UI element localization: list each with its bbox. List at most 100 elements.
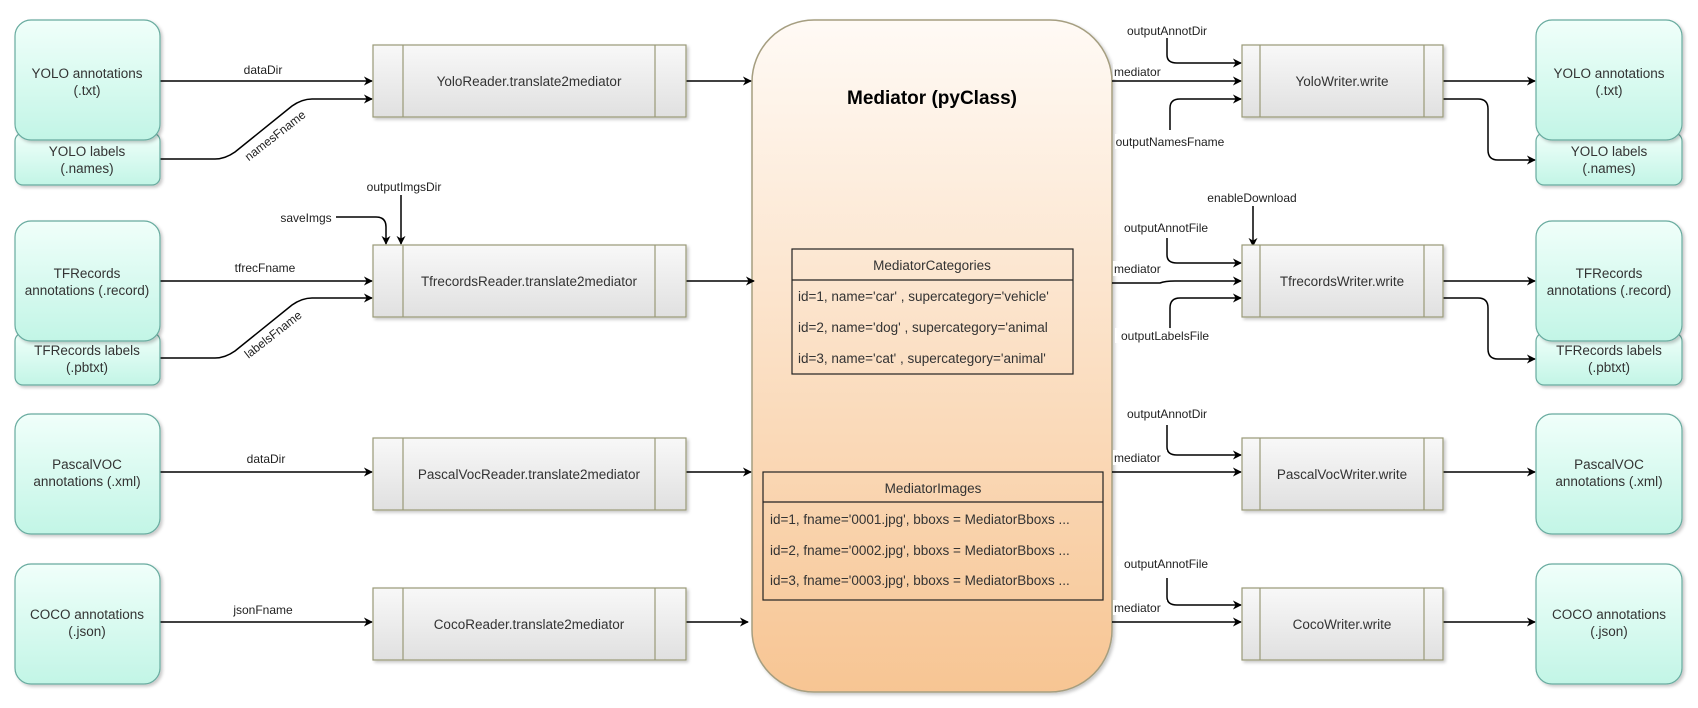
reader-tfrecords[interactable]: TfrecordsReader.translate2mediator	[372, 244, 687, 318]
target-label-line: (.json)	[1590, 624, 1628, 639]
source-coco-annotations[interactable]: COCO annotations (.json)	[14, 563, 161, 685]
writer-pascalvoc[interactable]: PascalVocWriter.write	[1241, 437, 1444, 511]
images-header: MediatorImages	[885, 481, 982, 496]
source-label-line: TFRecords	[54, 266, 121, 281]
target-pascalvoc-annotations[interactable]: PascalVOC annotations (.xml)	[1535, 413, 1683, 535]
writer-label: TfrecordsWriter.write	[1280, 274, 1404, 289]
edge-cw-outputannotfile	[1166, 578, 1242, 610]
edge-label-tf-tfrecfname: tfrecFname	[231, 260, 299, 275]
reader-label: TfrecordsReader.translate2mediator	[421, 274, 638, 289]
edge-tw-outputlabelsfile	[1169, 293, 1242, 330]
target-label-line: YOLO labels	[1571, 144, 1648, 159]
source-label-line: annotations (.xml)	[33, 474, 140, 489]
edge-label-text: mediator	[1114, 262, 1161, 276]
edges	[160, 38, 1536, 627]
mediator-title: Mediator (pyClass)	[847, 88, 1017, 109]
edge-tw-mediator	[1112, 276, 1242, 286]
edge-label-text: enableDownload	[1207, 191, 1296, 205]
edge-yw-outputannotdir	[1166, 38, 1242, 68]
edge-label-text: outputAnnotFile	[1124, 557, 1208, 571]
edge-label-pw-outputannotdir: outputAnnotDir	[1122, 406, 1212, 421]
edge-yw-outputnamesfname	[1169, 94, 1242, 130]
target-label-line: TFRecords	[1576, 266, 1643, 281]
edge-label-text: dataDir	[244, 63, 283, 77]
source-label-line: COCO annotations	[30, 607, 144, 622]
source-label-line: TFRecords labels	[34, 343, 140, 358]
target-label-line: (.names)	[1582, 161, 1635, 176]
edge-pw-outputannotdir	[1166, 425, 1242, 460]
edge-yw-labels	[1443, 98, 1536, 165]
mediator-images-table: MediatorImages id=1, fname='0001.jpg', b…	[762, 471, 1104, 601]
source-yolo-labels[interactable]: YOLO labels (.names)	[14, 132, 161, 186]
target-label-line: YOLO annotations	[1553, 66, 1664, 81]
source-tfrecords-labels[interactable]: TFRecords labels (.pbtxt)	[14, 332, 161, 386]
source-tfrecords-annotations[interactable]: TFRecords annotations (.record)	[14, 220, 161, 342]
source-yolo-annotations[interactable]: YOLO annotations (.txt)	[14, 19, 161, 141]
readers: YoloReader.translate2mediator TfrecordsR…	[372, 44, 687, 661]
edge-label-tw-outputannotfile: outputAnnotFile	[1117, 220, 1215, 235]
edge-label-yw-outputannotdir: outputAnnotDir	[1122, 23, 1212, 38]
source-formats: YOLO labels (.names) YOLO annotations (.…	[14, 19, 161, 685]
writer-label: CocoWriter.write	[1293, 617, 1392, 632]
edge-label-tf-outputimgsdir: outputImgsDir	[362, 179, 446, 194]
source-label-line: YOLO labels	[49, 144, 126, 159]
edge-label-tf-labelsfname: labelsFname	[239, 306, 306, 363]
edge-tw-labels	[1443, 297, 1536, 364]
source-label-line: PascalVOC	[52, 457, 122, 472]
reader-coco[interactable]: CocoReader.translate2mediator	[372, 587, 687, 661]
category-row: id=3, name='cat' , supercategory='animal…	[798, 351, 1046, 366]
writers: YoloWriter.write TfrecordsWriter.write P…	[1241, 44, 1444, 661]
edge-label-yolo-datadir: dataDir	[240, 62, 286, 77]
reader-label: YoloReader.translate2mediator	[437, 74, 622, 89]
category-row: id=2, name='dog' , supercategory='animal	[798, 320, 1048, 335]
edge-label-tf-saveimgs: saveImgs	[276, 210, 336, 225]
edge-label-text: outputImgsDir	[367, 180, 442, 194]
mediator-class: Mediator (pyClass) MediatorCategories id…	[751, 19, 1113, 693]
source-label-line: annotations (.record)	[25, 283, 150, 298]
edge-label-text: saveImgs	[280, 211, 331, 225]
source-pascalvoc-annotations[interactable]: PascalVOC annotations (.xml)	[14, 413, 161, 535]
target-coco-annotations[interactable]: COCO annotations (.json)	[1535, 563, 1683, 685]
reader-label: CocoReader.translate2mediator	[434, 617, 625, 632]
target-yolo-annotations[interactable]: YOLO annotations (.txt)	[1535, 19, 1683, 141]
edge-yolo-namesfname	[160, 94, 373, 160]
source-label-line: (.json)	[68, 624, 106, 639]
image-row: id=3, fname='0003.jpg', bboxs = Mediator…	[770, 573, 1070, 588]
target-label-line: (.txt)	[1596, 83, 1623, 98]
edge-label-text: jsonFname	[232, 603, 293, 617]
edge-label-cw-mediator: mediator	[1113, 600, 1167, 615]
edge-label-text: namesFname	[242, 107, 309, 163]
reader-yolo[interactable]: YoloReader.translate2mediator	[372, 44, 687, 118]
edge-label-text: outputAnnotDir	[1127, 407, 1207, 421]
source-label-line: YOLO annotations	[31, 66, 142, 81]
writer-yolo[interactable]: YoloWriter.write	[1241, 44, 1444, 118]
mediator-categories-table: MediatorCategories id=1, name='car' , su…	[791, 248, 1074, 375]
target-label-line: COCO annotations	[1552, 607, 1666, 622]
source-label-line: (.txt)	[74, 83, 101, 98]
writer-label: YoloWriter.write	[1295, 74, 1388, 89]
edge-label-text: outputAnnotFile	[1124, 221, 1208, 235]
target-yolo-labels[interactable]: YOLO labels (.names)	[1535, 132, 1683, 186]
target-label-line: (.pbtxt)	[1588, 360, 1630, 375]
edge-label-tw-enabledownload: enableDownload	[1200, 190, 1304, 205]
edge-tf-saveimgs	[336, 216, 391, 245]
edge-label-tw-mediator: mediator	[1113, 261, 1167, 276]
target-formats: YOLO labels (.names) YOLO annotations (.…	[1535, 19, 1683, 685]
category-row: id=1, name='car' , supercategory='vehicl…	[798, 289, 1049, 304]
edge-tw-outputannotfile	[1166, 238, 1242, 268]
target-tfrecords-labels[interactable]: TFRecords labels (.pbtxt)	[1535, 332, 1683, 386]
writer-tfrecords[interactable]: TfrecordsWriter.write	[1241, 244, 1444, 318]
edge-label-tw-outputlabelsfile: outputLabelsFile	[1115, 328, 1215, 343]
edge-label-yw-outputnamesfname: outputNamesFname	[1115, 134, 1225, 149]
categories-header: MediatorCategories	[873, 258, 991, 273]
target-label-line: annotations (.record)	[1547, 283, 1672, 298]
reader-pascalvoc[interactable]: PascalVocReader.translate2mediator	[372, 437, 687, 511]
writer-label: PascalVocWriter.write	[1277, 467, 1407, 482]
target-tfrecords-annotations[interactable]: TFRecords annotations (.record)	[1535, 220, 1683, 342]
edge-label-text: outputNamesFname	[1116, 135, 1225, 149]
edge-label-pw-mediator: mediator	[1113, 450, 1167, 465]
writer-coco[interactable]: CocoWriter.write	[1241, 587, 1444, 661]
edge-label-text: mediator	[1114, 65, 1161, 79]
edge-label-text: tfrecFname	[235, 261, 296, 275]
edge-label-cw-outputannotfile: outputAnnotFile	[1117, 556, 1215, 571]
